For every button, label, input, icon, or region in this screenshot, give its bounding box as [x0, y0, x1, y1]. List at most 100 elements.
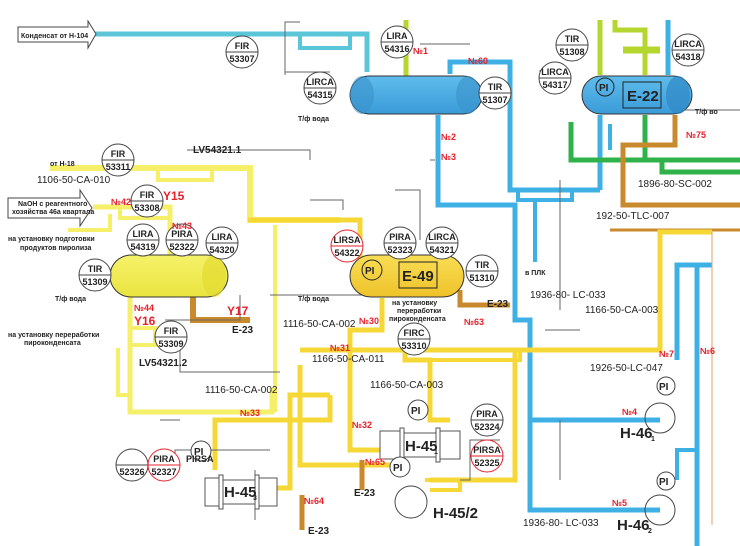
actuator-y17[interactable]: Y17 — [227, 304, 249, 318]
vessel-e22[interactable] — [581, 75, 693, 115]
outlet-pyrocond-mid-2: переработки — [397, 307, 441, 315]
instrument-number: 51307 — [482, 95, 507, 105]
valve-n4[interactable]: №4 — [622, 407, 637, 417]
pipe-green-3 — [659, 160, 740, 175]
outlet-to-plc: в ПЛК — [525, 270, 546, 277]
pump-h46-1[interactable] — [644, 402, 676, 434]
line-lv2: LV54321.2 — [139, 358, 188, 369]
valve-n60[interactable]: №60 — [468, 56, 488, 66]
valve-n75[interactable]: №75 — [686, 130, 706, 140]
instrument-tag: LIRA — [133, 229, 154, 239]
instrument-tag: TIR — [475, 260, 490, 270]
instrument-tag: LIRA — [212, 232, 233, 242]
instrument-tag: PIRSA — [473, 445, 501, 455]
valve-n33[interactable]: №33 — [240, 408, 260, 418]
instrument-number: 53311 — [106, 162, 131, 172]
exchanger-h45-3[interactable] — [204, 474, 278, 510]
valve-n44[interactable]: №44 — [134, 303, 154, 313]
line-ca011: 1166-50-CA-011 — [312, 354, 385, 365]
pipe-brown-sc002 — [620, 115, 740, 208]
instrument-tag: PIRA — [153, 454, 175, 464]
instrument-x52326[interactable]: 52326 — [115, 448, 149, 482]
valve-n6[interactable]: №6 — [700, 346, 715, 356]
instrument-tag: PIRA — [476, 409, 498, 419]
valve-n32[interactable]: №32 — [352, 420, 372, 430]
instrument-lirca54317[interactable]: LIRCA 54317 — [538, 61, 572, 95]
pi-h45-1: PI — [411, 406, 421, 417]
inlet-naoh-label-2: хозяйства 46а квартала — [12, 208, 94, 216]
actuator-y15[interactable]: Y15 — [163, 189, 185, 203]
actuator-y16[interactable]: Y16 — [134, 314, 156, 328]
instrument-tir51307[interactable]: TIR 51307 — [478, 76, 512, 110]
valve-n43[interactable]: №43 — [172, 221, 192, 231]
outlet-pyrolysis-2: продуктов пиролиза — [20, 245, 92, 252]
instrument-tag: TIR — [88, 264, 103, 274]
instrument-number: 53307 — [229, 54, 254, 64]
h45-1-label: Н-45 — [405, 438, 438, 455]
outlet-pyrocond-left-2: пироконденсата — [24, 340, 81, 347]
pi-h45-3: PI — [194, 447, 204, 458]
instrument-number: 54315 — [307, 90, 332, 100]
instrument-number: 53308 — [134, 203, 159, 213]
instrument-fir53309[interactable]: FIR 53309 — [154, 320, 188, 354]
vessel-e49-label: Е-49 — [402, 268, 434, 285]
h46-2-sub: 2 — [648, 528, 652, 535]
valve-n3[interactable]: №3 — [441, 152, 456, 162]
pump-h46-2[interactable] — [644, 494, 676, 526]
valve-n31[interactable]: №31 — [330, 343, 350, 353]
pump-h45-2[interactable] — [394, 485, 428, 519]
valve-n42[interactable]: №42 — [111, 197, 131, 207]
pipe-left-down — [127, 295, 275, 415]
valve-n5[interactable]: №5 — [612, 498, 627, 508]
pipe-yellow-n30 — [347, 298, 385, 453]
instrument-tag: FIR — [235, 41, 250, 51]
valve-n63[interactable]: №63 — [464, 317, 484, 327]
instrument-number: 53309 — [158, 339, 183, 349]
outlet-pyrocond-mid-3: пироконденсата — [389, 316, 446, 323]
line-lc033-b: 1936-80- LC-033 — [523, 518, 599, 529]
valve-n64[interactable]: №64 — [304, 496, 324, 506]
instrument-tag: LIRCA — [428, 232, 456, 242]
valve-n7[interactable]: №7 — [659, 349, 674, 359]
h45-3-label: Н-45 — [224, 484, 257, 501]
pi-h45-2: PI — [393, 463, 403, 474]
pi-e22: PI — [599, 83, 609, 94]
instrument-tag: FIR — [164, 326, 179, 336]
outlet-pyrocond-left-1: на установку переработки — [8, 331, 99, 339]
valve-n2[interactable]: №2 — [441, 132, 456, 142]
pipe-yellow-firc-loop — [420, 348, 522, 362]
pi-h46-1: PI — [659, 382, 669, 393]
valve-n1[interactable]: №1 — [413, 46, 428, 56]
inlet-naoh-label-1: NaOH с реагентного — [18, 201, 87, 208]
instrument-tag: LIRCA — [541, 67, 569, 77]
inlet-arrow-condensate — [17, 19, 97, 50]
instrument-tag: TIR — [488, 82, 503, 92]
instrument-number: 54317 — [542, 80, 567, 90]
pipe-yellow-n33 — [212, 395, 333, 470]
instrument-number: 52323 — [387, 245, 412, 255]
instrument-fir53307[interactable]: FIR 53307 — [225, 35, 259, 69]
valve-n30[interactable]: №30 — [359, 316, 379, 326]
valve-n65[interactable]: №65 — [365, 457, 385, 467]
line-ca003-b: 1166-50-CA-003 — [585, 305, 659, 316]
line-ca010: 1106-50-CA-010 — [37, 175, 111, 186]
line-lv1: LV54321.1 — [193, 145, 242, 156]
